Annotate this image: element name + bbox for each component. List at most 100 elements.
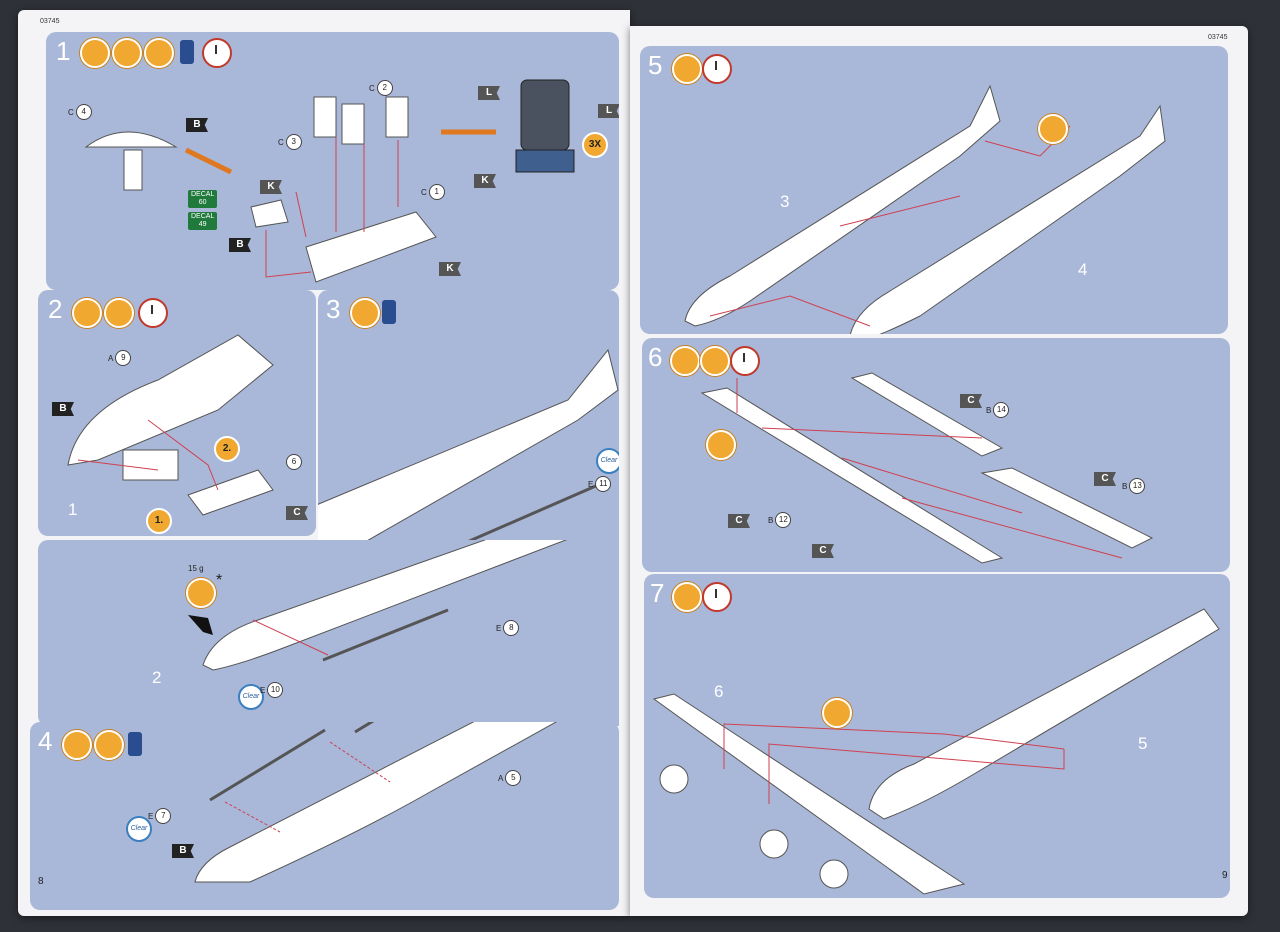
weight-icon — [186, 578, 216, 608]
fuselage-half-right-nose — [202, 540, 568, 671]
step-3-diagram-lower — [188, 540, 568, 671]
color-flag: C — [1094, 472, 1116, 486]
assembly-arrows — [224, 741, 391, 833]
instrument-panel-part — [84, 131, 178, 148]
assembly-arrow-bulkhead — [265, 230, 312, 278]
step-3-diagram-upper — [318, 348, 619, 546]
color-flag: B — [172, 844, 194, 858]
step-4-diagram — [194, 722, 558, 883]
subassembly-label: 4 — [1078, 260, 1088, 279]
center-wing-part — [700, 387, 1004, 564]
glue-icon — [62, 730, 92, 760]
weight-pointer — [188, 615, 213, 635]
step-number: 7 — [650, 578, 665, 608]
product-code: 03745 — [1208, 34, 1228, 41]
paint-bottle-icon — [128, 732, 142, 756]
color-flag: K — [439, 262, 461, 276]
weight-amount: 15 g — [188, 564, 204, 573]
glue-icon — [672, 582, 702, 612]
color-flag: B — [52, 402, 74, 416]
clock-icon — [202, 38, 232, 68]
color-flag: L — [478, 86, 500, 100]
step-7-diagram — [652, 608, 1220, 895]
engine-nacelle-1 — [659, 764, 689, 794]
nose-gear-bay-part — [187, 469, 274, 516]
subassembly-label: 5 — [1138, 734, 1148, 753]
subassembly-label: 6 — [714, 682, 724, 701]
fuselage-half — [67, 334, 274, 466]
color-flag: B — [186, 118, 208, 132]
fuselage-half-right — [318, 348, 619, 546]
cockpit-subassembly — [122, 449, 179, 481]
clear-part-icon: Clear — [238, 684, 264, 710]
color-flag: B — [229, 238, 251, 252]
window-strip-part — [322, 608, 449, 662]
step-number: 3 — [326, 294, 341, 324]
weight-footnote: * — [216, 572, 223, 589]
seat-base-detail — [515, 149, 575, 173]
glue-icon — [672, 54, 702, 84]
step-number: 5 — [648, 50, 663, 80]
color-flag: K — [260, 180, 282, 194]
window-strip-part — [457, 483, 599, 546]
part-ref: 6 — [284, 454, 302, 470]
fuselage-assembled — [194, 722, 558, 883]
clear-part-icon: Clear — [126, 816, 152, 842]
color-flag: L — [598, 104, 619, 118]
clock-icon — [138, 298, 168, 328]
bulkhead-part — [250, 199, 289, 228]
seat-part-1 — [313, 96, 337, 138]
decal-icon — [144, 38, 174, 68]
fuselage-half-left — [684, 84, 1001, 327]
color-flag: C — [728, 514, 750, 528]
paint-brush-icon — [104, 298, 134, 328]
glue-icon — [1038, 114, 1068, 144]
subassembly-label: 3 — [780, 192, 790, 211]
color-flag: C — [812, 544, 834, 558]
page-number: 8 — [38, 876, 44, 887]
step-2-diagram — [67, 334, 274, 516]
assembly-arrow — [252, 619, 329, 656]
seat-detail — [520, 79, 570, 151]
glue-icon — [80, 38, 110, 68]
subassembly-label: 1 — [68, 500, 78, 519]
multiplier-badge: 3X — [582, 132, 608, 158]
wing-part-lower — [980, 467, 1154, 549]
paint-brush-icon — [112, 38, 142, 68]
assembly-arrows — [295, 137, 399, 238]
glue-icon — [706, 430, 736, 460]
glue-icon — [670, 346, 700, 376]
control-column-part — [123, 149, 143, 191]
color-flag: C — [960, 394, 982, 408]
glue-icon — [350, 298, 380, 328]
engine-nacelle-3 — [819, 859, 849, 889]
step-5-diagram — [684, 84, 1166, 334]
step-number: 2 — [48, 294, 63, 324]
wing-part-upper — [850, 372, 1004, 457]
step-number: 6 — [648, 342, 663, 372]
clear-part-icon: Clear — [596, 448, 619, 474]
assembly-arrows — [723, 723, 1065, 804]
glue-icon — [822, 698, 852, 728]
window-strip-part-1 — [209, 728, 326, 802]
color-flag: K — [474, 174, 496, 188]
orange-arrow-1 — [184, 147, 233, 175]
seat-part-3 — [385, 96, 409, 138]
cockpit-floor-part — [305, 211, 437, 283]
engine-nacelle-2 — [759, 829, 789, 859]
